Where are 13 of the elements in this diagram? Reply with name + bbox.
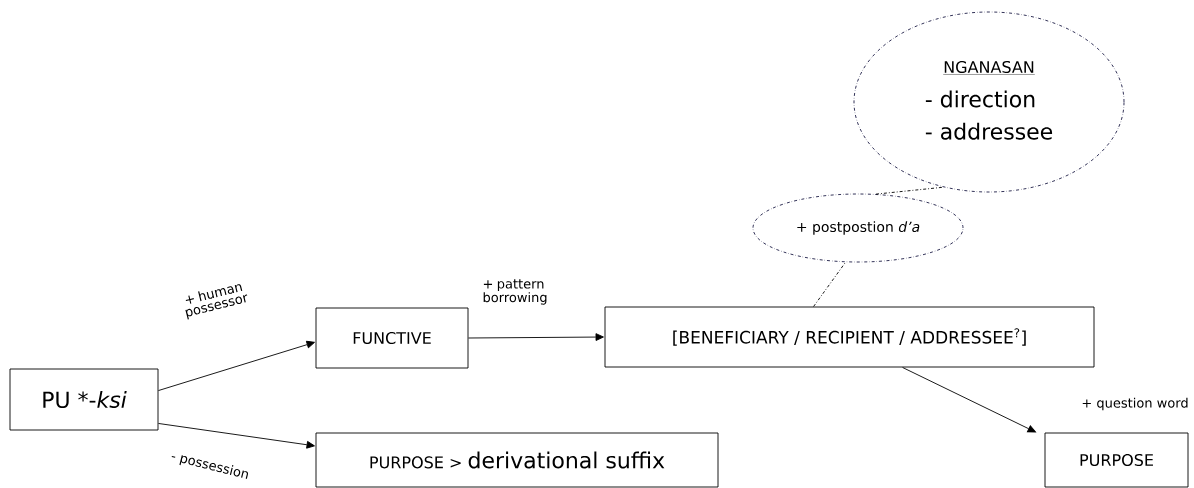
process-box: [BENEFICIARY / RECIPIENT / ADDRESSEE$^{?}$]: [604, 306, 1095, 368]
connector-line: [813, 261, 847, 307]
process-box: PURPOSE: [1044, 432, 1189, 488]
edge-label: + pattern borrowing: [483, 279, 547, 305]
process-box: PURPOSE > derivational suffix: [315, 432, 719, 488]
arrow: [468, 333, 604, 341]
process-box: FUNCTIVE: [315, 307, 469, 369]
arrow: [158, 340, 315, 391]
edge-label: + question word: [1082, 397, 1188, 411]
connector-line: [875, 186, 945, 195]
process-box: PU *-ksi: [9, 368, 159, 431]
arrow: [158, 423, 315, 449]
arrow: [902, 367, 1036, 433]
